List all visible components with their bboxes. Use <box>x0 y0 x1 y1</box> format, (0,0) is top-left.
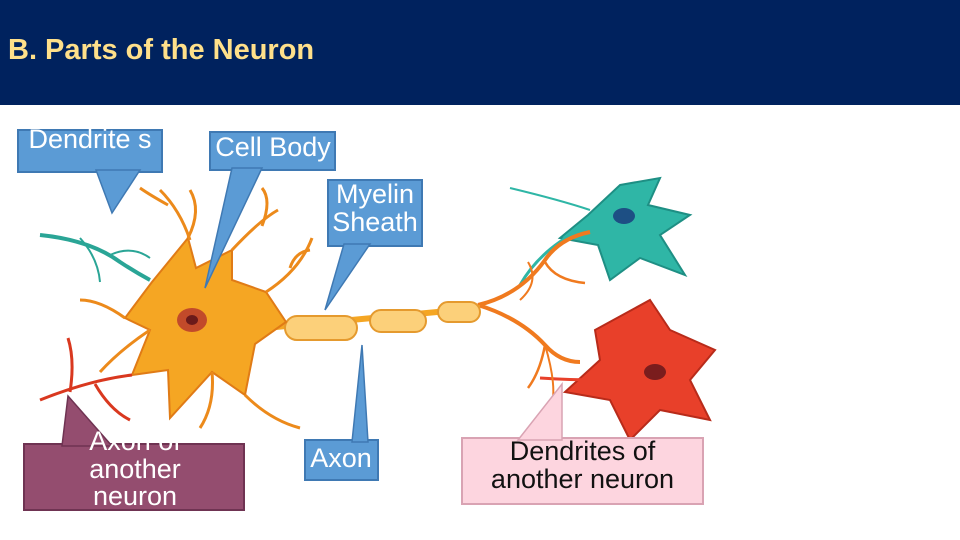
label-cell-body: Cell Body <box>215 132 331 162</box>
orange-neuron <box>39 186 314 430</box>
label-axon: Axon <box>310 443 372 473</box>
callout-cell-body <box>204 131 336 289</box>
callout-myelin <box>324 179 423 311</box>
red-neuron <box>539 298 717 442</box>
label-dendrites-of-another-neuron: Dendrites of another neuron <box>490 436 675 494</box>
slide-title: B. Parts of the Neuron <box>8 34 315 66</box>
teal-neuron <box>509 176 693 286</box>
label-dendrites: Dendrite s <box>28 126 152 154</box>
label-axon-of-another-neuron: Axon of another neuron <box>89 426 181 512</box>
title-bar <box>0 0 960 105</box>
callout-axon-another <box>23 394 245 511</box>
label-myelin-sheath: Myelin Sheath <box>332 179 418 237</box>
callout-dendrites-another <box>461 381 704 505</box>
myelin-sheath <box>264 301 481 341</box>
callout-axon <box>304 344 379 481</box>
teal-input-branch <box>39 233 151 283</box>
callout-dendrites <box>17 129 163 215</box>
